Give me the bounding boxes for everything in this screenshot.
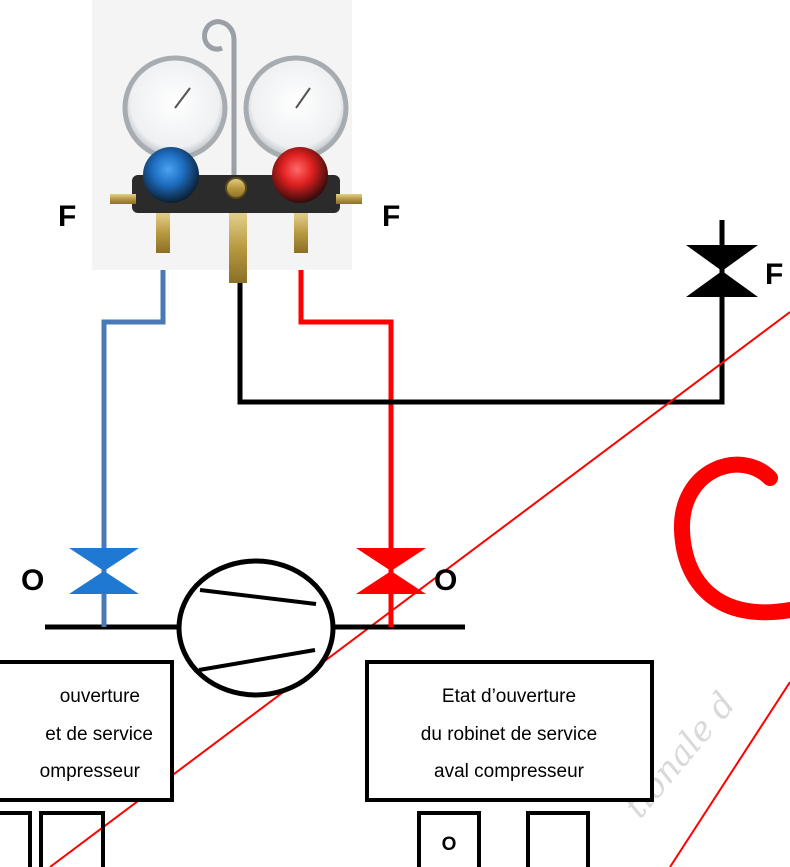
charge-valve-state: F	[765, 258, 783, 291]
right-box-line-2: du robinet de service	[421, 724, 597, 745]
low-gauge-needle	[174, 87, 191, 109]
right-box-line-3: aval compresseur	[434, 761, 585, 782]
sight-glass-icon	[225, 177, 247, 199]
hook-icon	[202, 19, 237, 198]
right-state-box	[365, 660, 654, 802]
high-side-valve-state: O	[434, 564, 457, 597]
high-side-knob-icon	[272, 147, 328, 203]
strike-line-short	[669, 681, 790, 867]
low-side-valve-state: O	[21, 564, 44, 597]
high-side-hose	[298, 252, 394, 548]
right-checkbox-1-label: O	[442, 834, 457, 855]
left-checkbox-1[interactable]	[0, 811, 32, 867]
high-side-valve-icon	[356, 548, 426, 571]
service-hose-port	[229, 213, 247, 283]
compressor-blade-lower	[198, 648, 316, 672]
left-side-port	[110, 194, 136, 204]
left-box-line-2: et de service	[45, 724, 153, 745]
left-box-line-3: ompresseur	[40, 761, 141, 782]
manifold-left-state: F	[58, 200, 76, 233]
right-box-line-1: Etat d’ouverture	[442, 686, 576, 707]
right-checkbox-2[interactable]	[526, 811, 590, 867]
left-checkbox-2[interactable]	[39, 811, 105, 867]
charge-valve-lower-half	[686, 271, 758, 297]
high-gauge-needle	[295, 87, 311, 109]
high-hose-port	[294, 213, 308, 253]
right-side-port	[336, 194, 362, 204]
low-side-hose	[101, 252, 166, 548]
low-side-valve-lower-half	[69, 571, 139, 594]
left-state-box	[0, 660, 174, 802]
manifold-gauge-set	[92, 0, 362, 283]
compressor-blade-upper	[199, 588, 317, 606]
left-box-line-1: ouverture	[60, 686, 140, 707]
low-side-knob-icon	[143, 147, 199, 203]
service-hose	[237, 280, 725, 405]
stamp-mark	[673, 456, 790, 621]
compressor-icon	[176, 558, 336, 698]
right-checkbox-1[interactable]	[417, 811, 481, 867]
manifold-right-state: F	[382, 200, 400, 233]
high-side-valve-lower-half	[356, 571, 426, 594]
charge-valve-icon	[686, 245, 758, 271]
low-side-valve-icon	[69, 548, 139, 571]
low-hose-port	[156, 213, 170, 253]
